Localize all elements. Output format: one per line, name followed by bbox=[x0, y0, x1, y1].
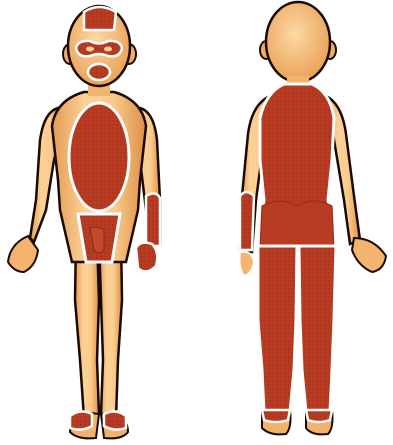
front-eye-left-dot bbox=[86, 47, 94, 52]
front-eye-right-dot bbox=[104, 47, 112, 52]
front-region-eyes bbox=[76, 41, 122, 56]
back-region-legs bbox=[258, 246, 336, 412]
front-region-trunk bbox=[69, 103, 129, 211]
back-region-left-heel bbox=[262, 410, 290, 422]
front-region-right-foot bbox=[70, 411, 92, 429]
front-right-leg bbox=[99, 238, 122, 418]
front-region-left-forearm bbox=[146, 193, 160, 246]
back-figure bbox=[240, 2, 387, 434]
back-left-hand bbox=[240, 252, 255, 276]
front-region-left-hand bbox=[136, 243, 157, 272]
front-region-left-foot bbox=[104, 411, 126, 429]
front-left-leg bbox=[75, 238, 99, 418]
front-figure bbox=[8, 6, 160, 438]
front-region-scalp-crown bbox=[84, 7, 116, 30]
front-region-mouth bbox=[88, 64, 110, 80]
back-right-hand bbox=[352, 238, 386, 272]
back-region-left-forearm bbox=[240, 192, 254, 250]
back-region-right-heel bbox=[306, 410, 332, 422]
back-head bbox=[266, 2, 330, 82]
